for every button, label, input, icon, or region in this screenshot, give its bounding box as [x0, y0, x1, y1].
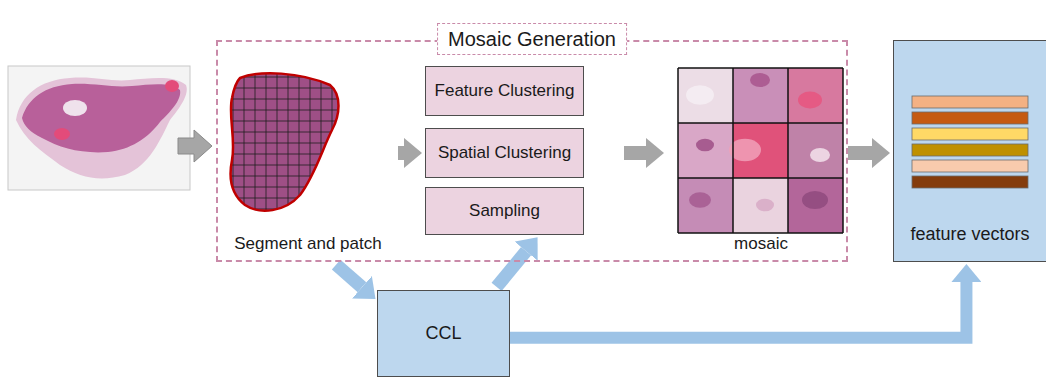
- grid-line: [220, 143, 348, 144]
- grid-line: [310, 66, 311, 222]
- segmented-tissue: [231, 73, 339, 210]
- mosaic-border: [677, 68, 679, 233]
- tissue-detail: [696, 139, 714, 152]
- feature-bar: [912, 176, 1028, 188]
- box-label: Feature Clustering: [435, 81, 575, 101]
- tissue-outer: [16, 78, 187, 179]
- mosaic-tile: [733, 68, 788, 123]
- mosaic-border: [678, 177, 843, 179]
- feature-bar: [912, 144, 1028, 156]
- box-label: Sampling: [469, 201, 540, 221]
- grid-line: [220, 110, 348, 111]
- grid-line: [288, 66, 289, 222]
- mosaic-tile: [733, 178, 788, 233]
- illustration-node: Segment and patch: [222, 62, 394, 258]
- mosaic-border: [678, 67, 843, 69]
- flow-arrow: [510, 282, 966, 338]
- feature-bar: [912, 160, 1028, 172]
- grid-line: [220, 99, 348, 100]
- tissue-spot: [54, 128, 70, 140]
- illustration-node: mosaic: [676, 64, 846, 258]
- figure-label: Segment and patch: [222, 234, 394, 254]
- tissue-detail: [689, 192, 711, 207]
- panel-label: feature vectors: [894, 224, 1046, 245]
- mosaic-border: [842, 68, 844, 233]
- flow-arrow: [178, 130, 212, 162]
- grid-line: [220, 88, 348, 89]
- feature-bar: [912, 112, 1028, 124]
- grid-line: [220, 154, 348, 155]
- process-box: Feature Clustering: [425, 66, 584, 116]
- grid-line: [266, 66, 267, 222]
- tissue-spot: [165, 80, 179, 92]
- mosaic-tile: [788, 123, 843, 178]
- grid-line: [220, 209, 348, 210]
- mosaic-tile: [678, 68, 733, 123]
- feature-bars: [912, 96, 1028, 188]
- patch-grid: [220, 66, 348, 222]
- mosaic-tile: [678, 178, 733, 233]
- grid-line: [220, 220, 348, 221]
- group-title: Mosaic Generation: [437, 23, 627, 55]
- flow-arrow: [398, 146, 404, 160]
- mosaic-border: [678, 232, 843, 234]
- grid-line: [343, 66, 344, 222]
- flow-arrow: [848, 146, 872, 160]
- grid-line: [321, 66, 322, 222]
- grid-line: [220, 176, 348, 177]
- grid-line: [299, 66, 300, 222]
- tissue-detail: [798, 92, 822, 109]
- mosaic-tile: [788, 178, 843, 233]
- mosaic-border: [787, 68, 789, 233]
- slide-background: [8, 66, 190, 190]
- grid-line: [222, 66, 223, 222]
- model-box: CCL: [377, 290, 510, 377]
- grid-line: [277, 66, 278, 222]
- figure-label: mosaic: [676, 234, 846, 254]
- tissue-detail: [750, 73, 770, 87]
- feature-bar: [912, 96, 1028, 108]
- flow-arrow: [624, 146, 646, 160]
- feature-bar: [912, 128, 1028, 140]
- grid-line: [220, 187, 348, 188]
- mosaic-border: [678, 122, 843, 124]
- mosaic-tile: [678, 123, 733, 178]
- group-frame: Mosaic GenerationSegment and patchFeatur…: [216, 40, 848, 262]
- tissue-detail: [686, 85, 714, 105]
- tissue-core: [22, 84, 180, 153]
- flow-arrow: [336, 265, 362, 288]
- grid-line: [244, 66, 245, 222]
- grid-line: [220, 66, 348, 67]
- flow-arrow: [497, 251, 527, 287]
- panel-fill: [893, 40, 1046, 262]
- tissue-detail: [729, 139, 761, 161]
- grid-line: [332, 66, 333, 222]
- process-box: Spatial Clustering: [425, 128, 584, 178]
- tissue-detail: [756, 199, 774, 212]
- segmentation-outline: [231, 73, 339, 210]
- mosaic-border: [732, 68, 734, 233]
- grid-line: [220, 121, 348, 122]
- mosaic-tile: [788, 68, 843, 123]
- tissue-lumen: [63, 100, 87, 116]
- tissue-detail: [810, 148, 830, 162]
- grid-line: [255, 66, 256, 222]
- box-label: Spatial Clustering: [438, 143, 571, 163]
- grid-line: [220, 132, 348, 133]
- tissue-detail: [802, 191, 828, 209]
- output-panel: feature vectors: [893, 40, 1046, 262]
- mosaic-tiles: [678, 68, 843, 233]
- box-label: CCL: [425, 323, 461, 344]
- grid-line: [220, 165, 348, 166]
- process-box: Sampling: [425, 187, 584, 235]
